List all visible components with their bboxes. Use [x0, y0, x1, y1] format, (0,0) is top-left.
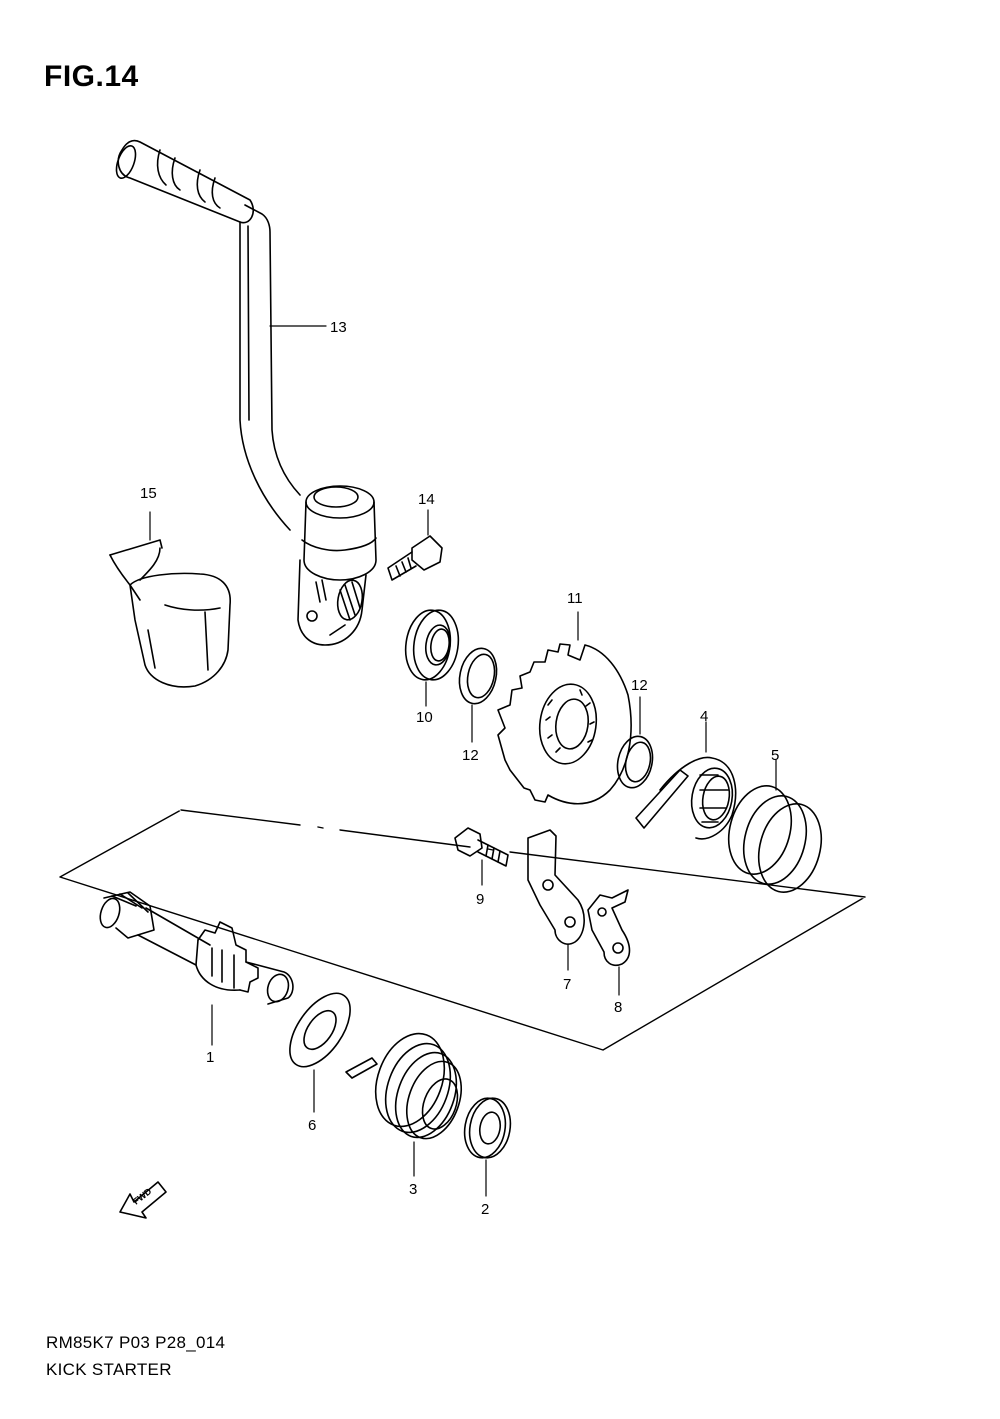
washer-part-12b: [616, 696, 654, 789]
callout-part-2: 2: [481, 1201, 489, 1218]
coil-spring-part-3: [345, 1032, 462, 1177]
callout-part-12-right: 12: [631, 677, 648, 694]
spring-part-5: [727, 759, 823, 893]
callout-part-12-left: 12: [462, 747, 479, 764]
spring-guide-part-2: [463, 1097, 512, 1197]
diagram-code: RM85K7 P03 P28_014: [46, 1333, 226, 1352]
callout-labels: 1 2 3 4 5 6 7 8 9 10 11 12 12 13 14 15: [140, 319, 779, 1218]
callout-part-1: 1: [206, 1049, 214, 1066]
callout-part-15: 15: [140, 485, 157, 502]
plate-part-8: [587, 889, 631, 996]
washer-part-6: [289, 992, 351, 1113]
washer-part-12a: [458, 647, 498, 743]
driven-gear-part-11: [497, 611, 632, 805]
starter-shaft-part-1: [99, 891, 294, 1046]
callout-part-4: 4: [700, 708, 708, 725]
callout-part-5: 5: [771, 747, 779, 764]
boot-part-15: [109, 511, 231, 688]
callout-part-10: 10: [416, 709, 433, 726]
callout-part-11: 11: [567, 590, 583, 607]
bolt-part-9: [454, 827, 509, 886]
oil-seal-part-10: [404, 609, 460, 707]
diagram-name: KICK STARTER: [46, 1360, 172, 1379]
callout-part-8: 8: [614, 999, 622, 1016]
callout-part-6: 6: [308, 1117, 316, 1134]
callout-part-7: 7: [563, 976, 571, 993]
callout-part-3: 3: [409, 1181, 417, 1198]
callout-part-9: 9: [476, 891, 484, 908]
fwd-arrow-icon: FWD: [119, 1181, 167, 1219]
bolt-part-14: [387, 509, 443, 581]
callout-part-14: 14: [418, 491, 435, 508]
callout-part-13: 13: [330, 319, 347, 336]
figure-title: FIG.14: [44, 60, 139, 93]
starter-guide-part-4: [635, 721, 737, 840]
plate-part-7: [527, 829, 585, 971]
assembly-outline: [59, 808, 867, 1051]
kick-lever-part-13: [115, 139, 377, 646]
